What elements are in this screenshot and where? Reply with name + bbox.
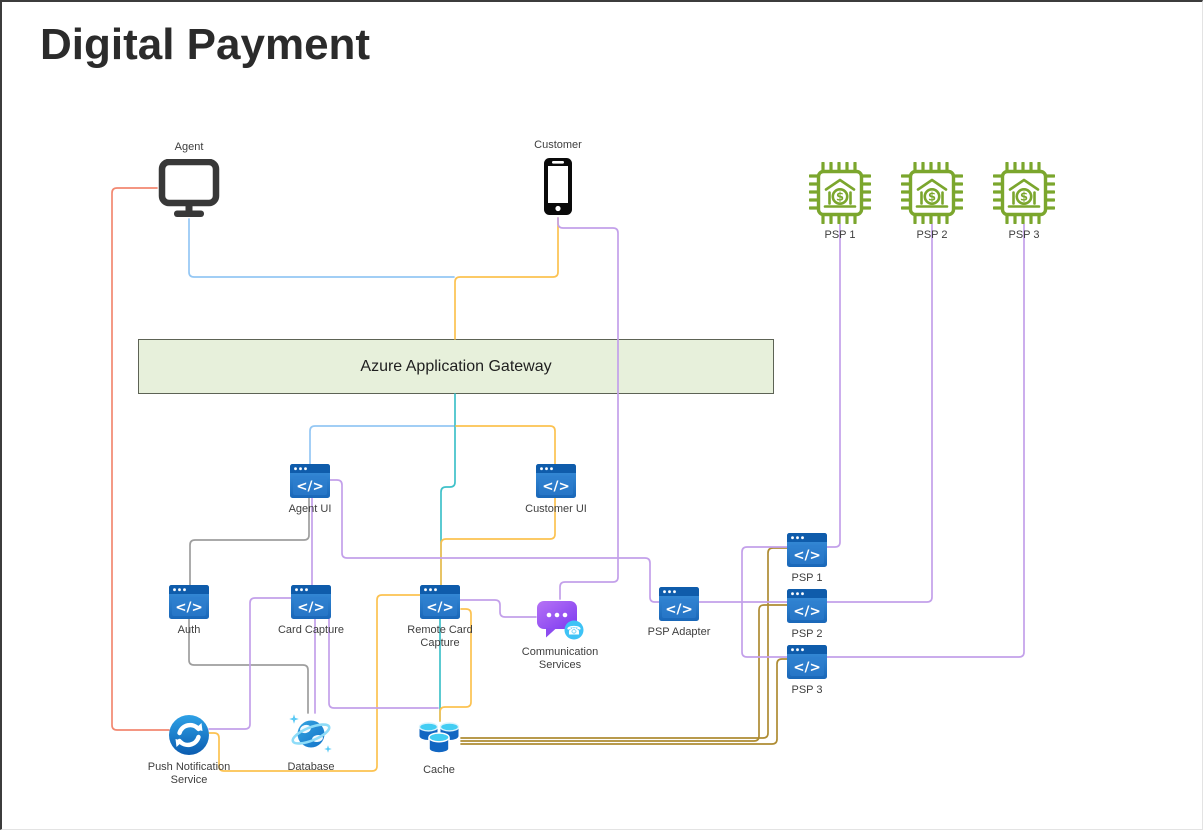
edge-push-notification-service-to-remote-card-capture bbox=[208, 594, 421, 772]
edge-gateway-to-agent-ui bbox=[309, 425, 455, 465]
edge-psp-1-to-psp-chip-1 bbox=[826, 223, 841, 548]
edge-card-capture-to-cache bbox=[328, 618, 439, 709]
edge-auth-to-database bbox=[188, 618, 309, 714]
edge-psp-adapter-to-psp-3 bbox=[741, 601, 788, 658]
edge-agent-ui-to-psp-adapter bbox=[329, 479, 660, 603]
node-psp-chip-3[interactable]: $ PSP 3 bbox=[993, 162, 1055, 241]
node-card-capture[interactable]: </> Card Capture bbox=[278, 585, 344, 636]
phone-icon bbox=[541, 157, 575, 217]
azure-application-gateway[interactable]: Azure Application Gateway bbox=[138, 339, 774, 394]
node-label-psp-1: PSP 1 bbox=[791, 572, 823, 584]
node-label-psp-3: PSP 3 bbox=[791, 684, 823, 696]
edge-psp-1-to-cache bbox=[460, 547, 789, 739]
node-agent[interactable]: Agent bbox=[157, 141, 221, 219]
edge-gateway-to-remote-card-capture bbox=[440, 393, 456, 586]
svg-text:</>: </> bbox=[542, 479, 570, 495]
svg-text:$: $ bbox=[928, 190, 936, 204]
node-customer-ui[interactable]: </> Customer UI bbox=[525, 464, 587, 515]
browser-code-icon: </> bbox=[659, 587, 699, 621]
node-database[interactable]: Database bbox=[287, 712, 335, 773]
browser-code-icon: </> bbox=[169, 585, 209, 619]
edge-customer-to-communication-services bbox=[557, 217, 619, 600]
node-auth[interactable]: </> Auth bbox=[169, 585, 209, 636]
edge-customer-to-gateway bbox=[454, 217, 559, 340]
edge-remote-card-capture-to-communication-services bbox=[459, 599, 537, 618]
chip-bank-icon: $ bbox=[993, 162, 1055, 224]
node-psp-3[interactable]: </> PSP 3 bbox=[787, 645, 827, 696]
node-psp-1[interactable]: </> PSP 1 bbox=[787, 533, 827, 584]
chat-phone-icon: ☎ bbox=[536, 599, 584, 641]
node-label-psp-chip-2: PSP 2 bbox=[916, 229, 948, 241]
cosmos-db-icon bbox=[288, 712, 334, 756]
edge-push-notification-service-to-card-capture bbox=[208, 597, 292, 730]
svg-text:</>: </> bbox=[297, 600, 325, 616]
node-psp-adapter[interactable]: </> PSP Adapter bbox=[648, 587, 710, 638]
svg-text:☎: ☎ bbox=[567, 624, 582, 638]
notification-icon bbox=[168, 714, 210, 756]
node-label-customer-ui: Customer UI bbox=[525, 503, 587, 515]
edge-psp-2-to-psp-chip-2 bbox=[826, 223, 933, 603]
edge-agent-ui-to-auth bbox=[189, 497, 310, 586]
node-label-agent-ui: Agent UI bbox=[288, 503, 332, 515]
node-customer[interactable]: Customer bbox=[534, 139, 582, 217]
svg-text:$: $ bbox=[1020, 190, 1028, 204]
browser-code-icon: </> bbox=[787, 533, 827, 567]
browser-code-icon: </> bbox=[420, 585, 460, 619]
edge-psp-3-to-psp-chip-3 bbox=[826, 223, 1025, 658]
svg-text:</>: </> bbox=[426, 600, 454, 616]
node-label-database: Database bbox=[287, 761, 335, 773]
chip-bank-icon: $ bbox=[901, 162, 963, 224]
node-psp-chip-2[interactable]: $ PSP 2 bbox=[901, 162, 963, 241]
edge-gateway-to-customer-ui bbox=[455, 425, 556, 465]
svg-text:</>: </> bbox=[793, 548, 821, 564]
svg-text:</>: </> bbox=[175, 600, 203, 616]
svg-text:</>: </> bbox=[793, 604, 821, 620]
node-label-customer: Customer bbox=[534, 139, 582, 151]
monitor-icon bbox=[157, 159, 221, 219]
edge-psp-2-to-cache bbox=[460, 604, 789, 742]
browser-code-icon: </> bbox=[536, 464, 576, 498]
node-cache[interactable]: Cache bbox=[417, 721, 461, 776]
edge-agent-to-push-notification-service bbox=[111, 187, 170, 731]
node-label-cache: Cache bbox=[423, 764, 455, 776]
svg-text:</>: </> bbox=[793, 660, 821, 676]
edge-agent-to-gateway bbox=[188, 218, 455, 278]
node-label-psp-chip-1: PSP 1 bbox=[824, 229, 856, 241]
node-label-auth: Auth bbox=[177, 624, 201, 636]
svg-text:</>: </> bbox=[296, 479, 324, 495]
node-label-psp-2: PSP 2 bbox=[791, 628, 823, 640]
browser-code-icon: </> bbox=[787, 589, 827, 623]
gateway-label: Azure Application Gateway bbox=[360, 357, 552, 375]
svg-text:</>: </> bbox=[665, 602, 693, 618]
node-label-card-capture: Card Capture bbox=[277, 624, 345, 636]
cache-icon bbox=[417, 721, 461, 759]
node-label-agent: Agent bbox=[174, 141, 204, 153]
node-label-psp-adapter: PSP Adapter bbox=[647, 626, 711, 638]
browser-code-icon: </> bbox=[290, 464, 330, 498]
browser-code-icon: </> bbox=[787, 645, 827, 679]
edge-psp-3-to-cache bbox=[460, 658, 789, 745]
node-label-psp-chip-3: PSP 3 bbox=[1008, 229, 1040, 241]
node-psp-2[interactable]: </> PSP 2 bbox=[787, 589, 827, 640]
node-agent-ui[interactable]: </> Agent UI bbox=[289, 464, 331, 515]
edge-remote-card-capture-to-cache bbox=[439, 608, 472, 722]
svg-text:$: $ bbox=[836, 190, 844, 204]
browser-code-icon: </> bbox=[291, 585, 331, 619]
page-title: Digital Payment bbox=[40, 20, 371, 69]
chip-bank-icon: $ bbox=[809, 162, 871, 224]
node-psp-chip-1[interactable]: $ PSP 1 bbox=[809, 162, 871, 241]
edge-psp-adapter-to-psp-1 bbox=[741, 546, 788, 603]
edge-customer-ui-to-remote-card-capture bbox=[440, 497, 556, 586]
